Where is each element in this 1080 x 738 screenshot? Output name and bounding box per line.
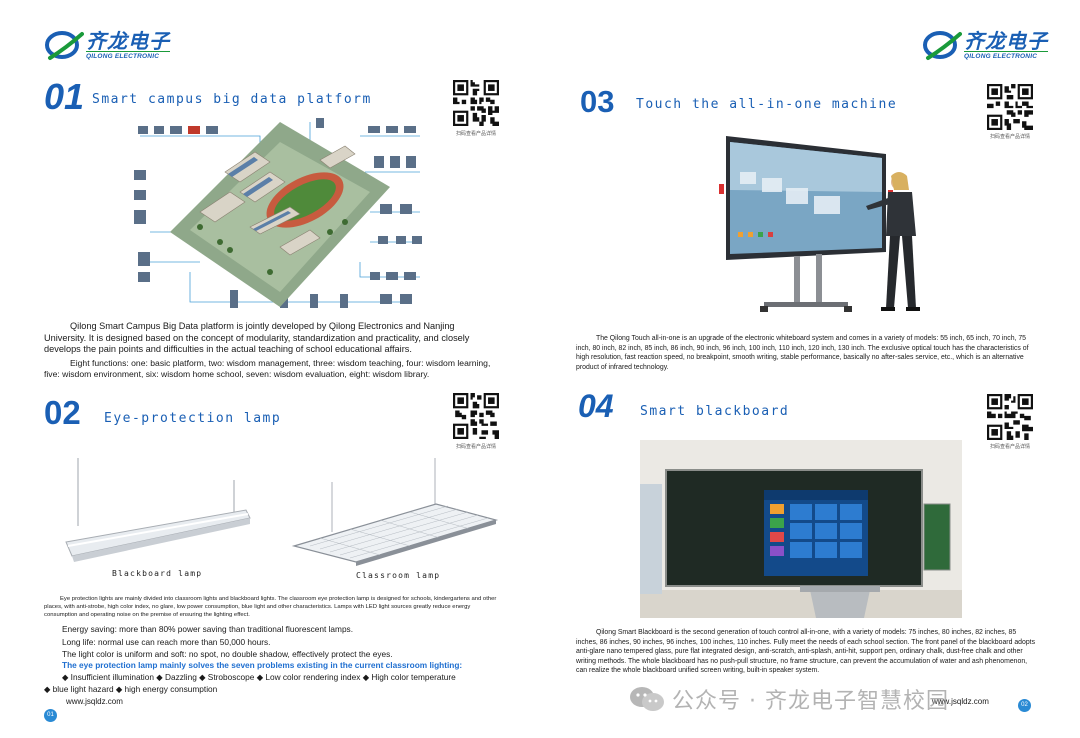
website-url: www.jsqldz.com [932, 697, 989, 706]
qr-code-icon [453, 80, 499, 126]
section-02-title: Eye-protection lamp [104, 411, 282, 426]
section-04-paragraph: Qilong Smart Blackboard is the second ge… [576, 629, 1036, 675]
classroom-lamp-image [290, 458, 500, 566]
section-02-number: 02 [44, 394, 81, 431]
logo-english-name: QILONG ELECTRONIC [964, 50, 1048, 60]
wechat-watermark: 公众号 · 齐龙电子智慧校园 [628, 683, 949, 715]
section-01-number: 01 [44, 76, 85, 117]
page-number-badge: 02 [1018, 699, 1031, 712]
company-logo: 齐龙电子 QILONG ELECTRONIC [44, 28, 170, 62]
problems-list-line-2: ◆ blue light hazard ◆ high energy consum… [44, 684, 218, 694]
left-page: 齐龙电子 QILONG ELECTRONIC 01 Smart campus b… [44, 28, 500, 722]
wechat-icon [630, 687, 664, 711]
qr-code-icon [453, 393, 499, 439]
section-01-title: Smart campus big data platform [92, 92, 372, 107]
light-color-line: The light color is uniform and soft: no … [62, 649, 393, 659]
page-number-badge: 01 [44, 709, 57, 722]
classroom-lamp-caption: Classroom lamp [356, 571, 441, 580]
section-01-functions-paragraph: Eight functions: one: basic platform, tw… [44, 358, 491, 379]
logo-swoosh-icon [923, 31, 962, 60]
section-01-intro-paragraph: Qilong Smart Campus Big Data platform is… [44, 321, 470, 354]
problems-list-line-1: ◆ Insufficient illumination ◆ Dazzling ◆… [62, 672, 456, 682]
energy-saving-line: Energy saving: more than 80% power savin… [62, 624, 354, 634]
logo-chinese-name: 齐龙电子 [86, 28, 170, 53]
qr-caption: 扫码查看产品详情 [989, 134, 1030, 140]
section-04-number: 04 [578, 388, 614, 424]
section-02-intro-paragraph: Eye protection lights are mainly divided… [44, 596, 497, 619]
qr-caption: 扫码查看产品详情 [455, 131, 496, 137]
logo-chinese-name: 齐龙电子 [964, 28, 1048, 53]
qr-code-icon [987, 394, 1033, 440]
touch-all-in-one-image [716, 132, 942, 314]
logo-english-name: QILONG ELECTRONIC [86, 50, 170, 60]
section-03-title: Touch the all-in-one machine [636, 97, 898, 112]
qr-caption: 扫码查看产品详情 [455, 444, 496, 450]
section-04-title: Smart blackboard [640, 404, 790, 419]
seven-problems-line: The eye protection lamp mainly solves th… [62, 660, 463, 670]
qr-code-icon [987, 84, 1033, 130]
section-03-paragraph: The Qilong Touch all-in-one is an upgrad… [576, 335, 1029, 371]
blackboard-lamp-caption: Blackboard lamp [112, 569, 203, 578]
blackboard-lamp-image [56, 458, 256, 562]
watermark-text: 公众号 · 齐龙电子智慧校园 [672, 689, 949, 714]
logo-swoosh-icon [45, 31, 84, 60]
smart-blackboard-image [640, 440, 962, 618]
right-page: 齐龙电子 QILONG ELECTRONIC 03 Touch the all-… [540, 0, 1080, 738]
section-03-number: 03 [580, 84, 615, 119]
website-url: www.jsqldz.com [66, 697, 123, 706]
qr-caption: 扫码查看产品详情 [989, 444, 1030, 450]
company-logo: 齐龙电子 QILONG ELECTRONIC [922, 28, 1048, 62]
campus-platform-illustration [130, 112, 430, 317]
long-life-line: Long life: normal use can reach more tha… [62, 637, 271, 647]
